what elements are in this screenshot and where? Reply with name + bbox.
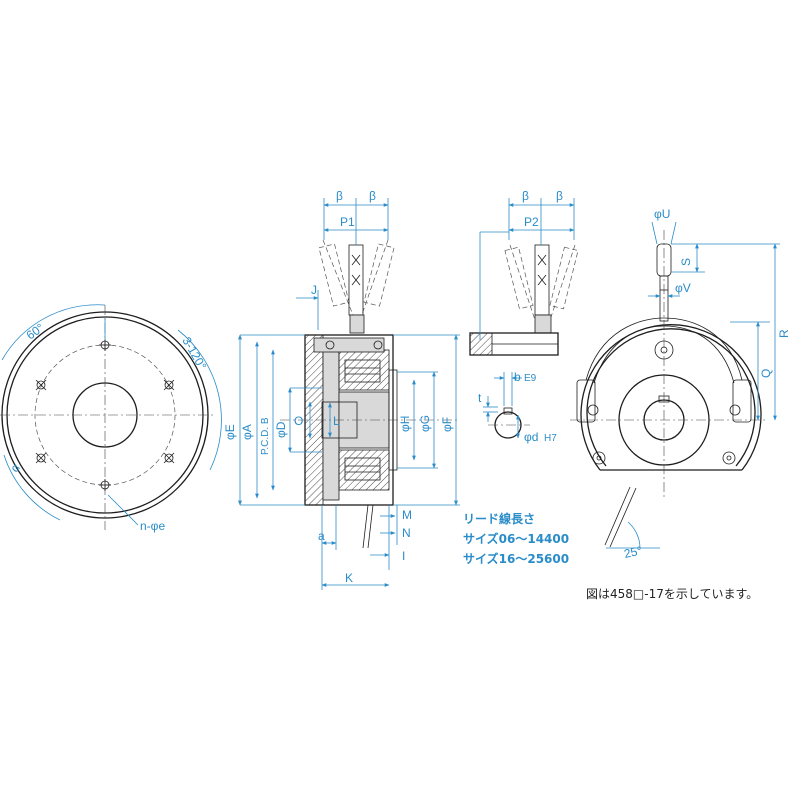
i-label: I	[402, 549, 405, 563]
angle-25-label: 25°	[623, 543, 644, 561]
p1-label: P1	[340, 215, 355, 229]
mounting-holes	[35, 339, 175, 491]
k-label: K	[345, 571, 353, 585]
bore-d-tolerance: H7	[544, 433, 557, 444]
keyway-b-label: b	[514, 370, 521, 384]
lead-wire-size-16-25: サイズ16～25600	[463, 551, 569, 566]
q-label: Q	[759, 369, 773, 378]
figure-footnote: 図は458□-17を示しています。	[586, 587, 758, 601]
lead-wire-size-06-14: サイズ06～14400	[463, 531, 569, 546]
n-label: N	[402, 526, 411, 540]
lead-wire-note: リード線長さ サイズ06～14400 サイズ16～25600	[463, 511, 569, 566]
side-section-view: β β P1 J	[223, 189, 460, 590]
o-label: O	[294, 414, 303, 428]
lever-beta-left-label: β	[522, 189, 529, 203]
beta-right-label: β	[369, 189, 376, 203]
release-lever-fan	[318, 239, 395, 334]
lever-detail-view: β β P2 b E9 t φd H7	[469, 189, 579, 444]
hole-count-label: n-φe	[140, 519, 165, 533]
f-label: φF	[440, 417, 454, 432]
keyway-t-label: t	[478, 391, 482, 405]
e-label: φE	[223, 424, 237, 440]
u-label: φU	[654, 207, 670, 221]
keyway-b-tolerance: E9	[524, 373, 537, 384]
a-dia-label: φA	[240, 424, 254, 440]
s-label: S	[679, 258, 693, 266]
a-label: a	[318, 529, 325, 543]
r-label: R	[777, 329, 791, 338]
bore-d-label: φd	[524, 430, 538, 444]
beta-left-label: β	[336, 189, 343, 203]
pcd-label: P.C.D. B	[260, 417, 271, 455]
v-label: φV	[675, 281, 691, 295]
d-label: φD	[274, 421, 288, 438]
front-view-right: φU S φV R Q 25°	[570, 207, 791, 561]
p2-label: P2	[524, 215, 539, 229]
lead-wire-title: リード線長さ	[463, 511, 535, 526]
lever-beta-right-label: β	[556, 189, 563, 203]
j-label: J	[311, 283, 317, 297]
front-view-left: 60° 3-120° α n-φe	[0, 304, 222, 533]
angle-3-120-label: 3-120°	[179, 335, 209, 373]
l-label: L	[333, 414, 340, 428]
m-label: M	[402, 508, 412, 522]
keyway-detail: b E9 t φd H7	[478, 370, 557, 444]
g-label: φG	[418, 415, 432, 432]
h-label: φH	[398, 416, 412, 432]
